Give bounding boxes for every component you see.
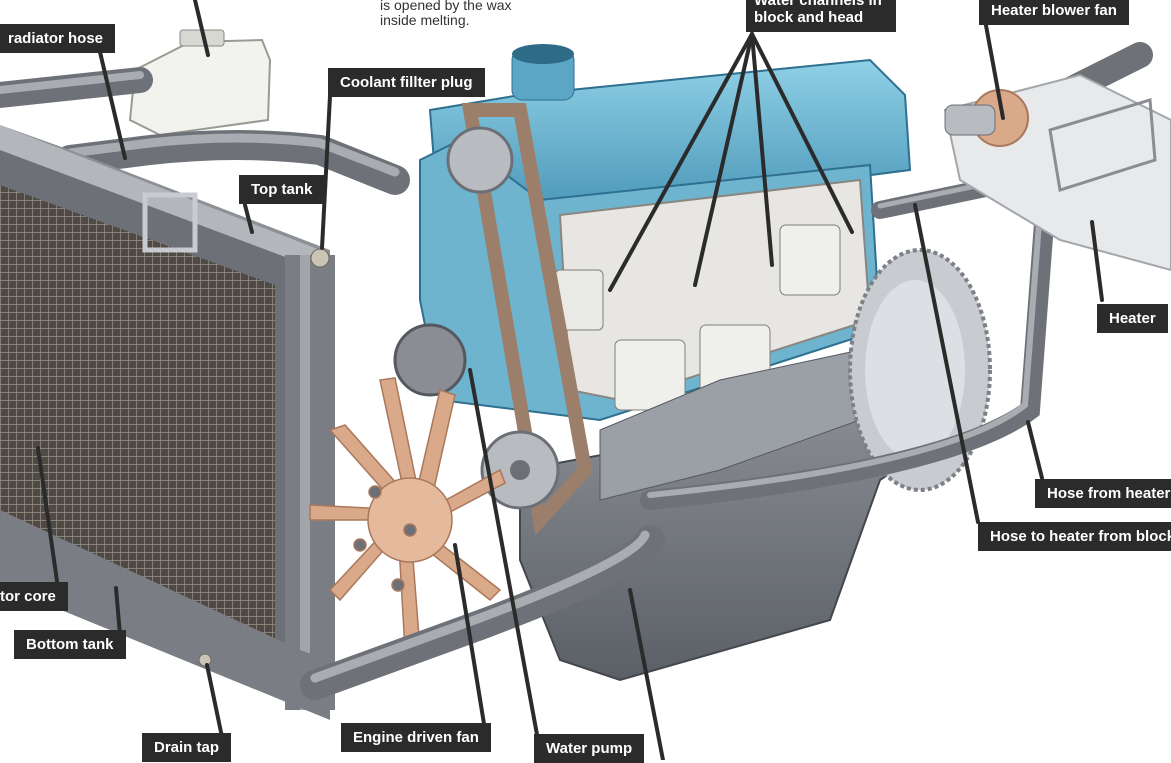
radiator bbox=[0, 125, 335, 720]
label-drain-tap: Drain tap bbox=[142, 733, 232, 762]
label-heater: Heater bbox=[1097, 304, 1168, 333]
label-water-channels-line1: Water channels in bbox=[754, 0, 882, 9]
thermostat-note-line1: is opened by the wax bbox=[380, 0, 512, 13]
label-water-channels: Water channels in block and head bbox=[746, 0, 896, 32]
label-radiator-hose: radiator hose bbox=[0, 24, 116, 53]
leader-lines bbox=[36, 0, 1104, 760]
label-water-channels-line2: block and head bbox=[754, 9, 864, 26]
label-radiator-core: tor core bbox=[0, 582, 68, 611]
label-coolant-filler-plug: Coolant fillter plug bbox=[328, 68, 485, 97]
label-hose-to-heater-from-block: Hose to heater from block bbox=[978, 522, 1171, 551]
label-top-tank: Top tank bbox=[239, 175, 325, 204]
thermostat-note-line2: inside melting. bbox=[380, 12, 470, 28]
heater-unit bbox=[943, 73, 1171, 272]
label-hose-from-heater: Hose from heater bbox=[1035, 479, 1171, 508]
timing-belt bbox=[393, 103, 593, 536]
label-water-pump: Water pump bbox=[534, 734, 645, 763]
label-bottom-tank: Bottom tank bbox=[14, 630, 126, 659]
label-heater-blower-fan: Heater blower fan bbox=[979, 0, 1129, 25]
label-engine-driven-fan: Engine driven fan bbox=[341, 723, 491, 752]
engine-driven-fan bbox=[309, 377, 506, 651]
bottom-radiator-hose bbox=[300, 525, 665, 700]
top-radiator-hose bbox=[0, 67, 410, 195]
